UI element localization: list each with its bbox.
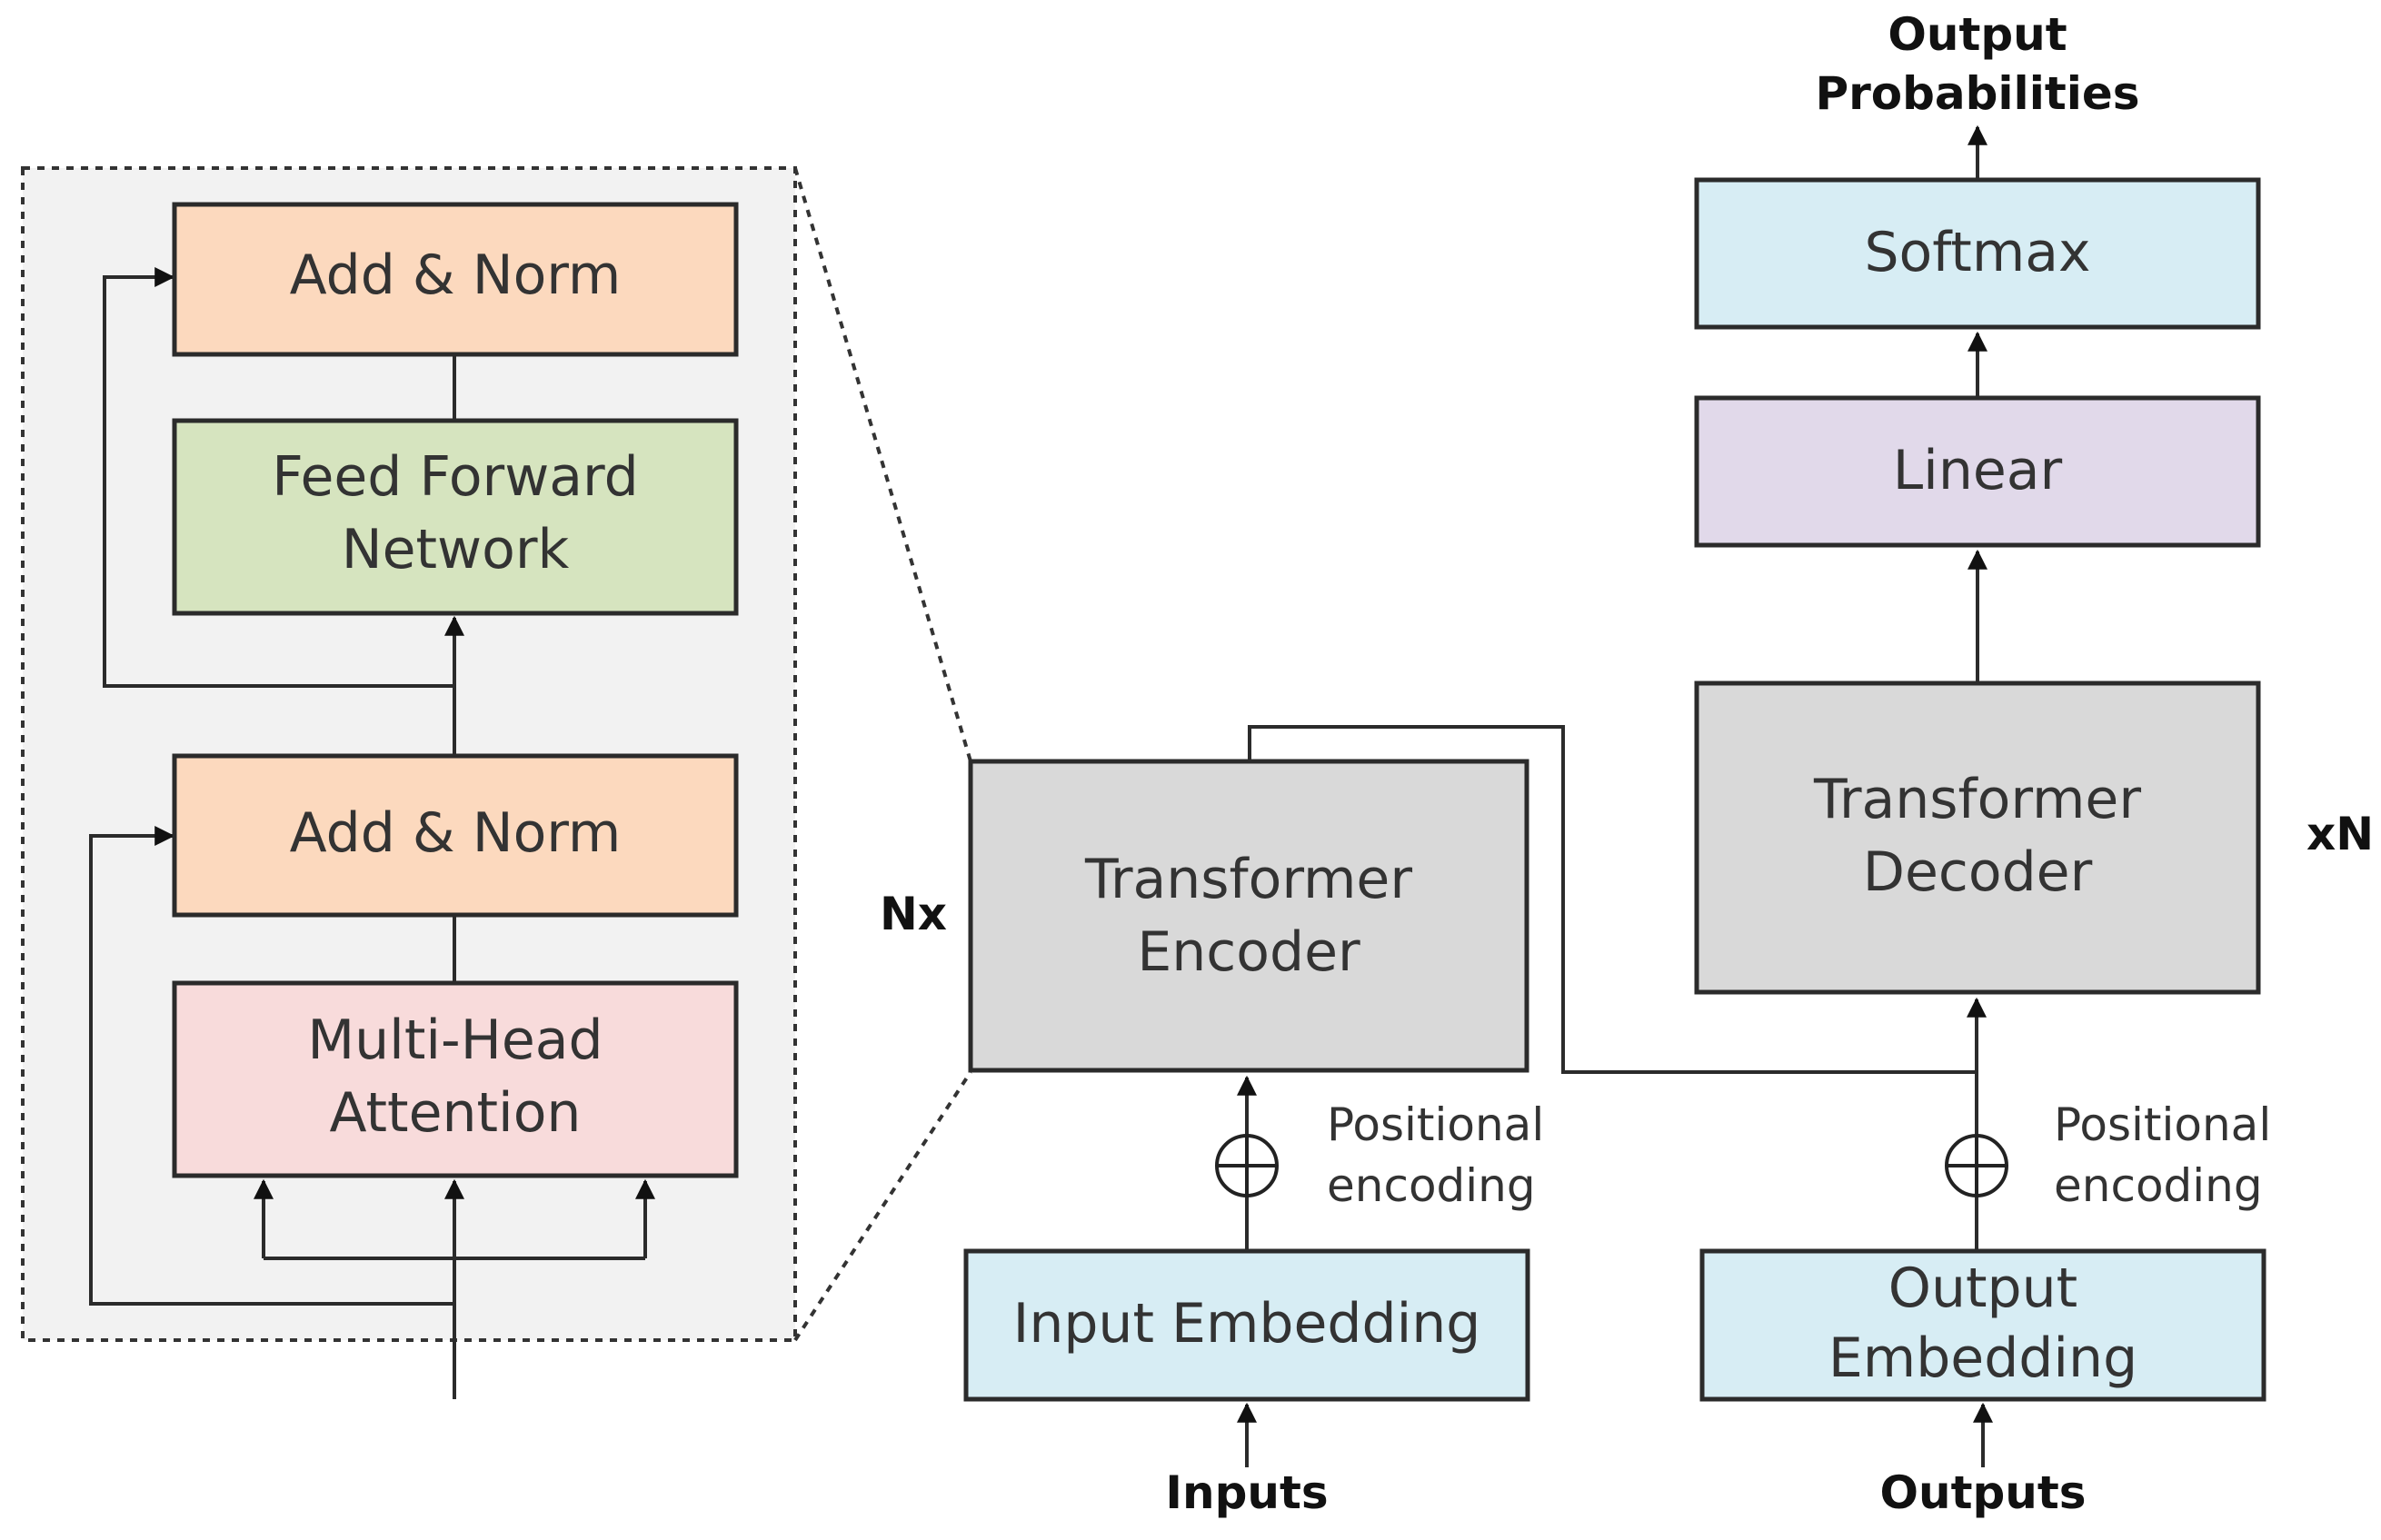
encoder-to-decoder-connection xyxy=(1248,725,1977,1074)
output-embedding-label-line2: Embedding xyxy=(1828,1326,2137,1390)
transformer-encoder-label-line2: Encoder xyxy=(1137,920,1360,984)
residual-mha xyxy=(89,826,454,1306)
transformer-encoder-label-line1: Transformer xyxy=(1084,848,1412,911)
feed-forward-label-line1: Feed Forward xyxy=(272,445,639,509)
feed-forward-box xyxy=(172,418,739,616)
output-probabilities-label-line2: Probabilities xyxy=(1815,67,2139,120)
add-norm-top-label: Add & Norm xyxy=(290,243,622,307)
encoder-positional-label-line1: Positional xyxy=(1327,1098,1544,1151)
decoder-positional-add-icon xyxy=(1945,1134,2008,1197)
softmax-label: Softmax xyxy=(1864,221,2090,284)
transformer-decoder-label-line2: Decoder xyxy=(1863,840,2093,904)
softmax-box xyxy=(1694,177,2261,330)
inputs-label: Inputs xyxy=(1165,1466,1328,1519)
zoom-line-top xyxy=(793,167,972,762)
output-embedding-box xyxy=(1699,1248,2266,1402)
input-embedding-label: Input Embedding xyxy=(1013,1292,1481,1356)
transformer-decoder-box xyxy=(1694,681,2261,995)
encoder-repeat-label: Nx xyxy=(880,888,947,940)
feed-forward-label-line2: Network xyxy=(342,518,570,581)
zoom-line-bottom xyxy=(793,1070,972,1342)
outputs-label: Outputs xyxy=(1879,1466,2086,1519)
linear-box xyxy=(1694,395,2261,548)
decoder-positional-label-line2: encoding xyxy=(2054,1159,2263,1212)
decoder-positional-label-line1: Positional xyxy=(2054,1098,2271,1151)
encoder-positional-add-icon xyxy=(1215,1134,1279,1197)
decoder-repeat-label: xN xyxy=(2306,808,2374,860)
linear-label: Linear xyxy=(1893,439,2063,502)
residual-ffn xyxy=(103,267,454,688)
transformer-encoder-box xyxy=(968,759,1529,1073)
add-norm-bottom-label: Add & Norm xyxy=(290,801,622,865)
encoder-positional-label-line2: encoding xyxy=(1327,1159,1536,1212)
transformer-decoder-label-line1: Transformer xyxy=(1813,768,2141,831)
output-embedding-label-line1: Output xyxy=(1888,1257,2077,1320)
output-probabilities-label-line1: Output xyxy=(1888,8,2067,61)
add-norm-top-box xyxy=(172,202,739,357)
multi-head-attention-label-line2: Attention xyxy=(330,1081,582,1145)
input-embedding-box xyxy=(963,1248,1530,1402)
multi-head-attention-box xyxy=(172,980,739,1178)
add-norm-bottom-box xyxy=(172,753,739,918)
multi-head-attention-label-line1: Multi-Head xyxy=(307,1008,603,1072)
